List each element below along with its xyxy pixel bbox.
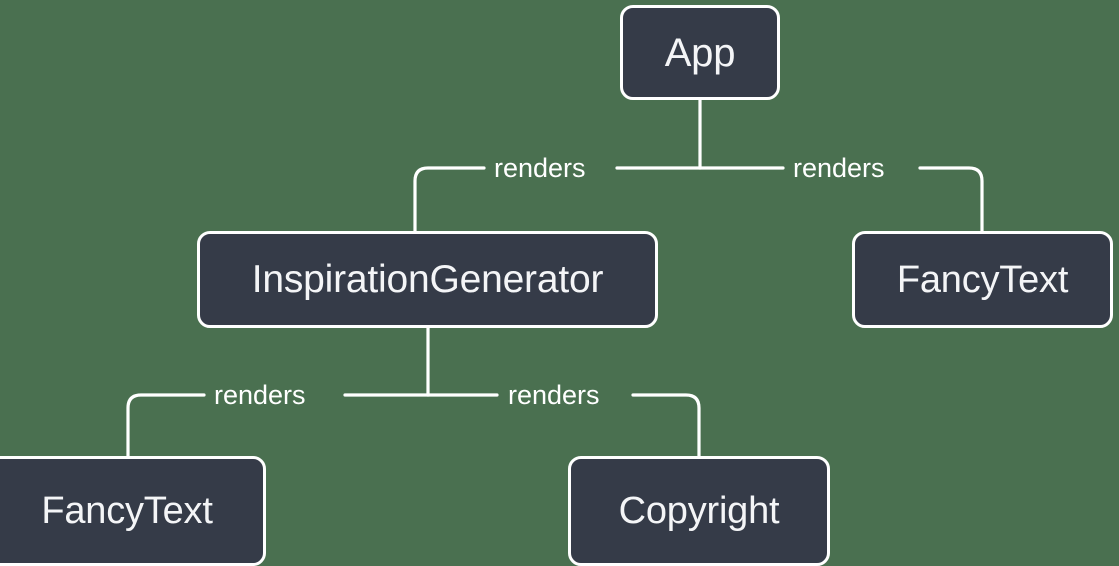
node-copyright[interactable]: Copyright — [568, 456, 830, 566]
edge-label-app-renders-inspirationgenerator: renders — [494, 153, 586, 183]
node-copyright-label: Copyright — [618, 490, 780, 532]
edge-label-app-renders-fancytext: renders — [793, 153, 885, 183]
node-app[interactable]: App — [620, 5, 780, 100]
node-inspirationgenerator-label: InspirationGenerator — [251, 258, 604, 301]
node-fancytext-bottom-label: FancyText — [41, 490, 213, 532]
node-inspirationgenerator[interactable]: InspirationGenerator — [197, 231, 658, 328]
node-app-label: App — [664, 30, 736, 75]
node-fancytext-right[interactable]: FancyText — [852, 231, 1113, 328]
edge-label-inspirationgenerator-renders-copyright: renders — [508, 380, 600, 410]
edge-label-inspirationgenerator-renders-fancytext: renders — [214, 380, 306, 410]
node-fancytext-right-label: FancyText — [896, 258, 1069, 301]
node-fancytext-bottom[interactable]: FancyText — [0, 456, 266, 566]
